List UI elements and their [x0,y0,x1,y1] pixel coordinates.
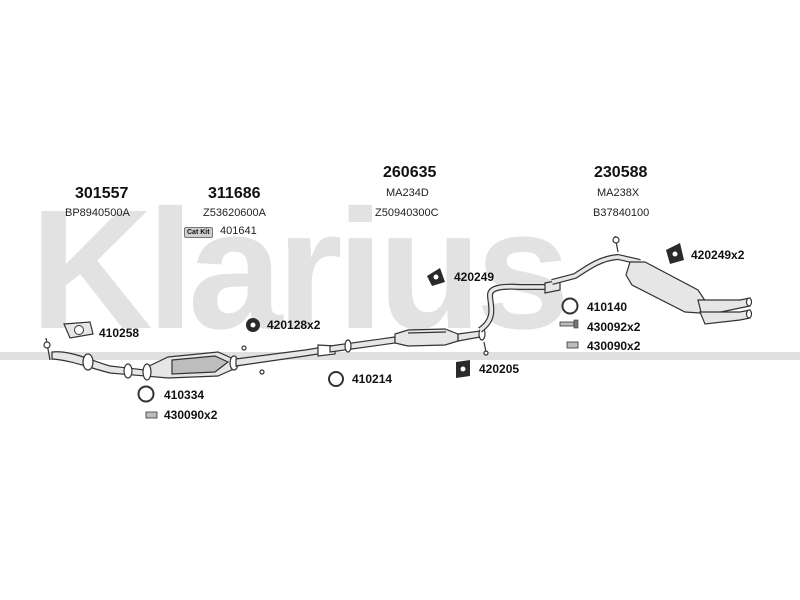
rear-pipe-230588 [478,235,753,333]
part-label-420205: 420205 [479,362,520,376]
part-label-410334: 410334 [164,388,205,402]
assembly-part-number: 230588 [594,164,648,181]
watermark-underline [0,352,800,360]
assembly-oem-number: B37840100 [593,207,650,219]
cat-kit-badge: Cat Kit [184,227,213,238]
part-label-430092: 430092x2 [587,320,641,334]
assembly-oem-number: MA234D [386,187,429,199]
assembly-part-number: 311686 [208,185,261,202]
part-label-420249-rear: 420249x2 [691,248,745,262]
assembly-part-number: 301557 [75,185,129,202]
sealing-ring-410214-icon [328,371,344,387]
assembly-oem-number: Z53620600A [203,207,266,219]
gasket-410258-icon [63,321,94,339]
sealing-ring-410140-icon [561,297,579,315]
sealing-ring-410334-icon [137,385,155,403]
mount-420205-icon [456,360,470,378]
part-label-410140: 410140 [587,300,628,314]
part-label-410214: 410214 [352,372,393,386]
assembly-oem-number: BP8940500A [65,207,130,219]
catalytic-converter-311686 [142,351,239,381]
assembly-oem-number: MA238X [597,187,640,199]
mount-420249-icon [427,268,445,286]
clamp-430090-front-icon [145,411,158,419]
front-pipe-301557 [43,337,146,379]
mount-420128-icon [246,318,260,332]
part-label-420249: 420249 [454,270,495,284]
part-label-420128: 420128x2 [267,318,321,332]
clamp-430090-rear-icon [566,341,579,349]
bolt-430092-icon [559,319,579,329]
intermediate-pipe-260635 [235,327,489,375]
part-label-430090-front: 430090x2 [164,408,218,422]
part-label-410258: 410258 [99,326,140,340]
part-label-430090-rear: 430090x2 [587,339,641,353]
assembly-part-number: 260635 [383,164,437,181]
cat-kit-part-number: 401641 [220,225,257,237]
mount-420249-rear-icon [666,243,684,264]
assembly-oem-number: Z50940300C [375,207,439,219]
